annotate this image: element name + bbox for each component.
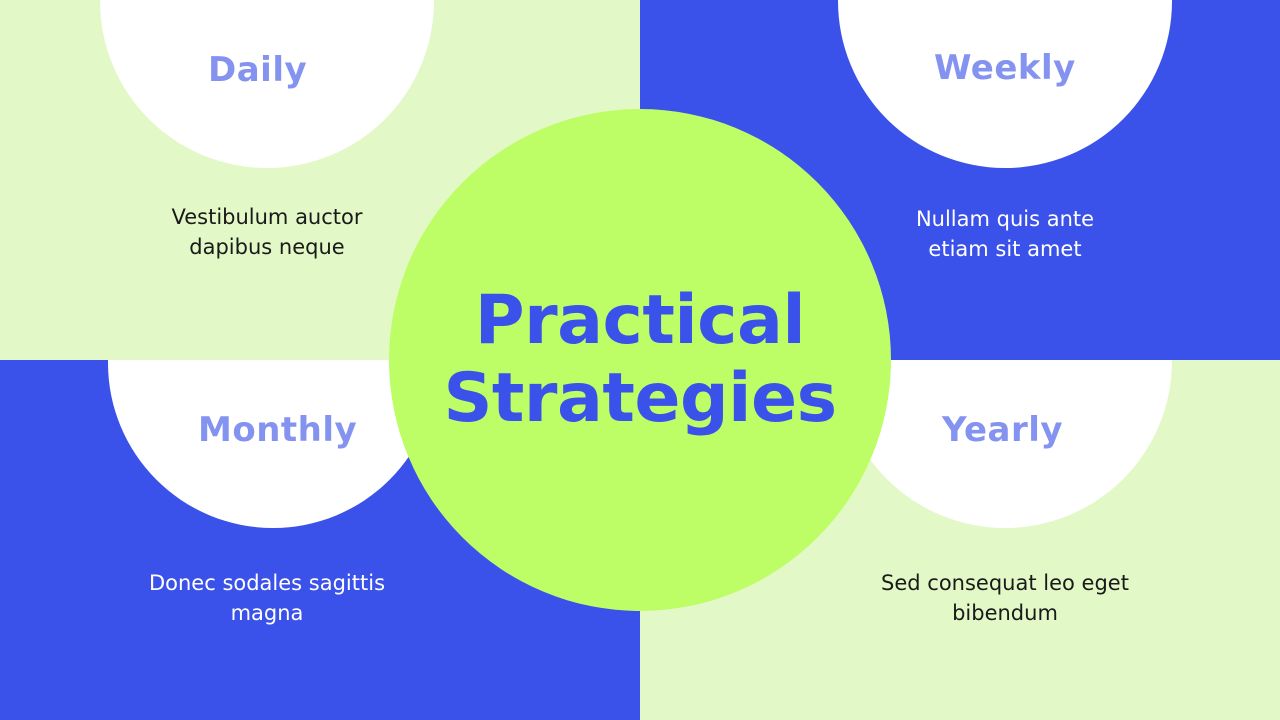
center-circle: Practical Strategies: [389, 109, 891, 611]
weekly-text-line1: Nullam quis ante: [915, 207, 1095, 231]
weekly-text-line2: etiam sit amet: [928, 237, 1082, 261]
daily-text-line2: dapibus neque: [189, 235, 345, 259]
monthly-description: Donec sodales sagittis magna: [107, 568, 427, 628]
center-title-line2: Strategies: [443, 359, 837, 438]
weekly-half-circle: Weekly: [838, 0, 1172, 168]
center-title: Practical Strategies: [443, 281, 837, 438]
yearly-label: Yearly: [942, 410, 1064, 450]
monthly-text-line2: magna: [230, 601, 304, 625]
yearly-description: Sed consequat leo eget bibendum: [845, 568, 1165, 628]
weekly-description: Nullam quis ante etiam sit amet: [845, 204, 1165, 264]
monthly-label: Monthly: [198, 410, 358, 450]
daily-description: Vestibulum auctor dapibus neque: [107, 202, 427, 262]
daily-text-line1: Vestibulum auctor: [171, 205, 363, 229]
daily-label: Daily: [208, 50, 308, 90]
yearly-text-line1: Sed consequat leo eget: [881, 571, 1129, 595]
weekly-label: Weekly: [934, 48, 1076, 88]
daily-half-circle: Daily: [100, 0, 434, 168]
monthly-text-line1: Donec sodales sagittis: [148, 571, 386, 595]
monthly-half-circle: Monthly: [108, 360, 438, 528]
yearly-text-line2: bibendum: [952, 601, 1058, 625]
center-title-line1: Practical: [474, 281, 806, 360]
